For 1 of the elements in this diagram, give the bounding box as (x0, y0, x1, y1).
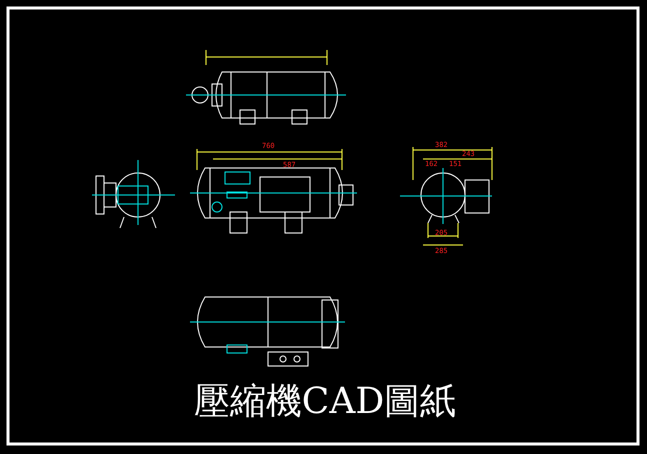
drawing-title: 壓縮機CAD圖紙 (192, 380, 458, 424)
